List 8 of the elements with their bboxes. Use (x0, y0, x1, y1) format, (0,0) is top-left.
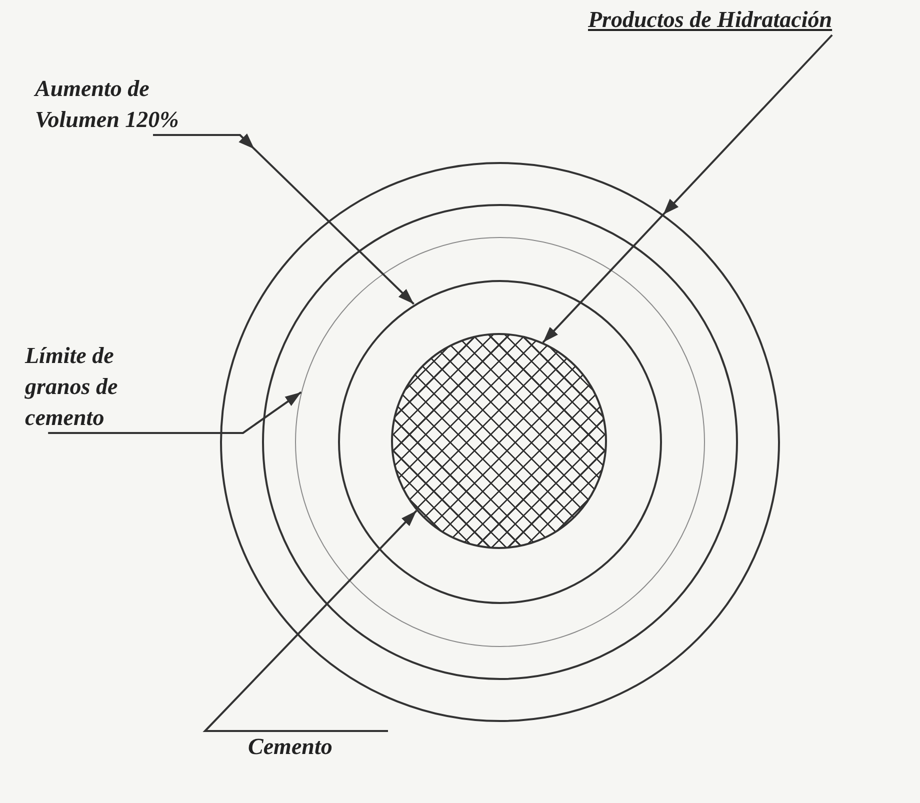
ring-circle (338, 280, 662, 604)
label-text: Productos de Hidratación (588, 4, 832, 35)
ring-circle (262, 204, 738, 680)
label-text: Límite de granos de cemento (25, 340, 165, 433)
ring-circle (295, 237, 705, 647)
label-text: Cemento (248, 731, 388, 762)
label-text: Aumento de Volumen 120% (35, 73, 235, 135)
ring-circle (220, 162, 780, 722)
